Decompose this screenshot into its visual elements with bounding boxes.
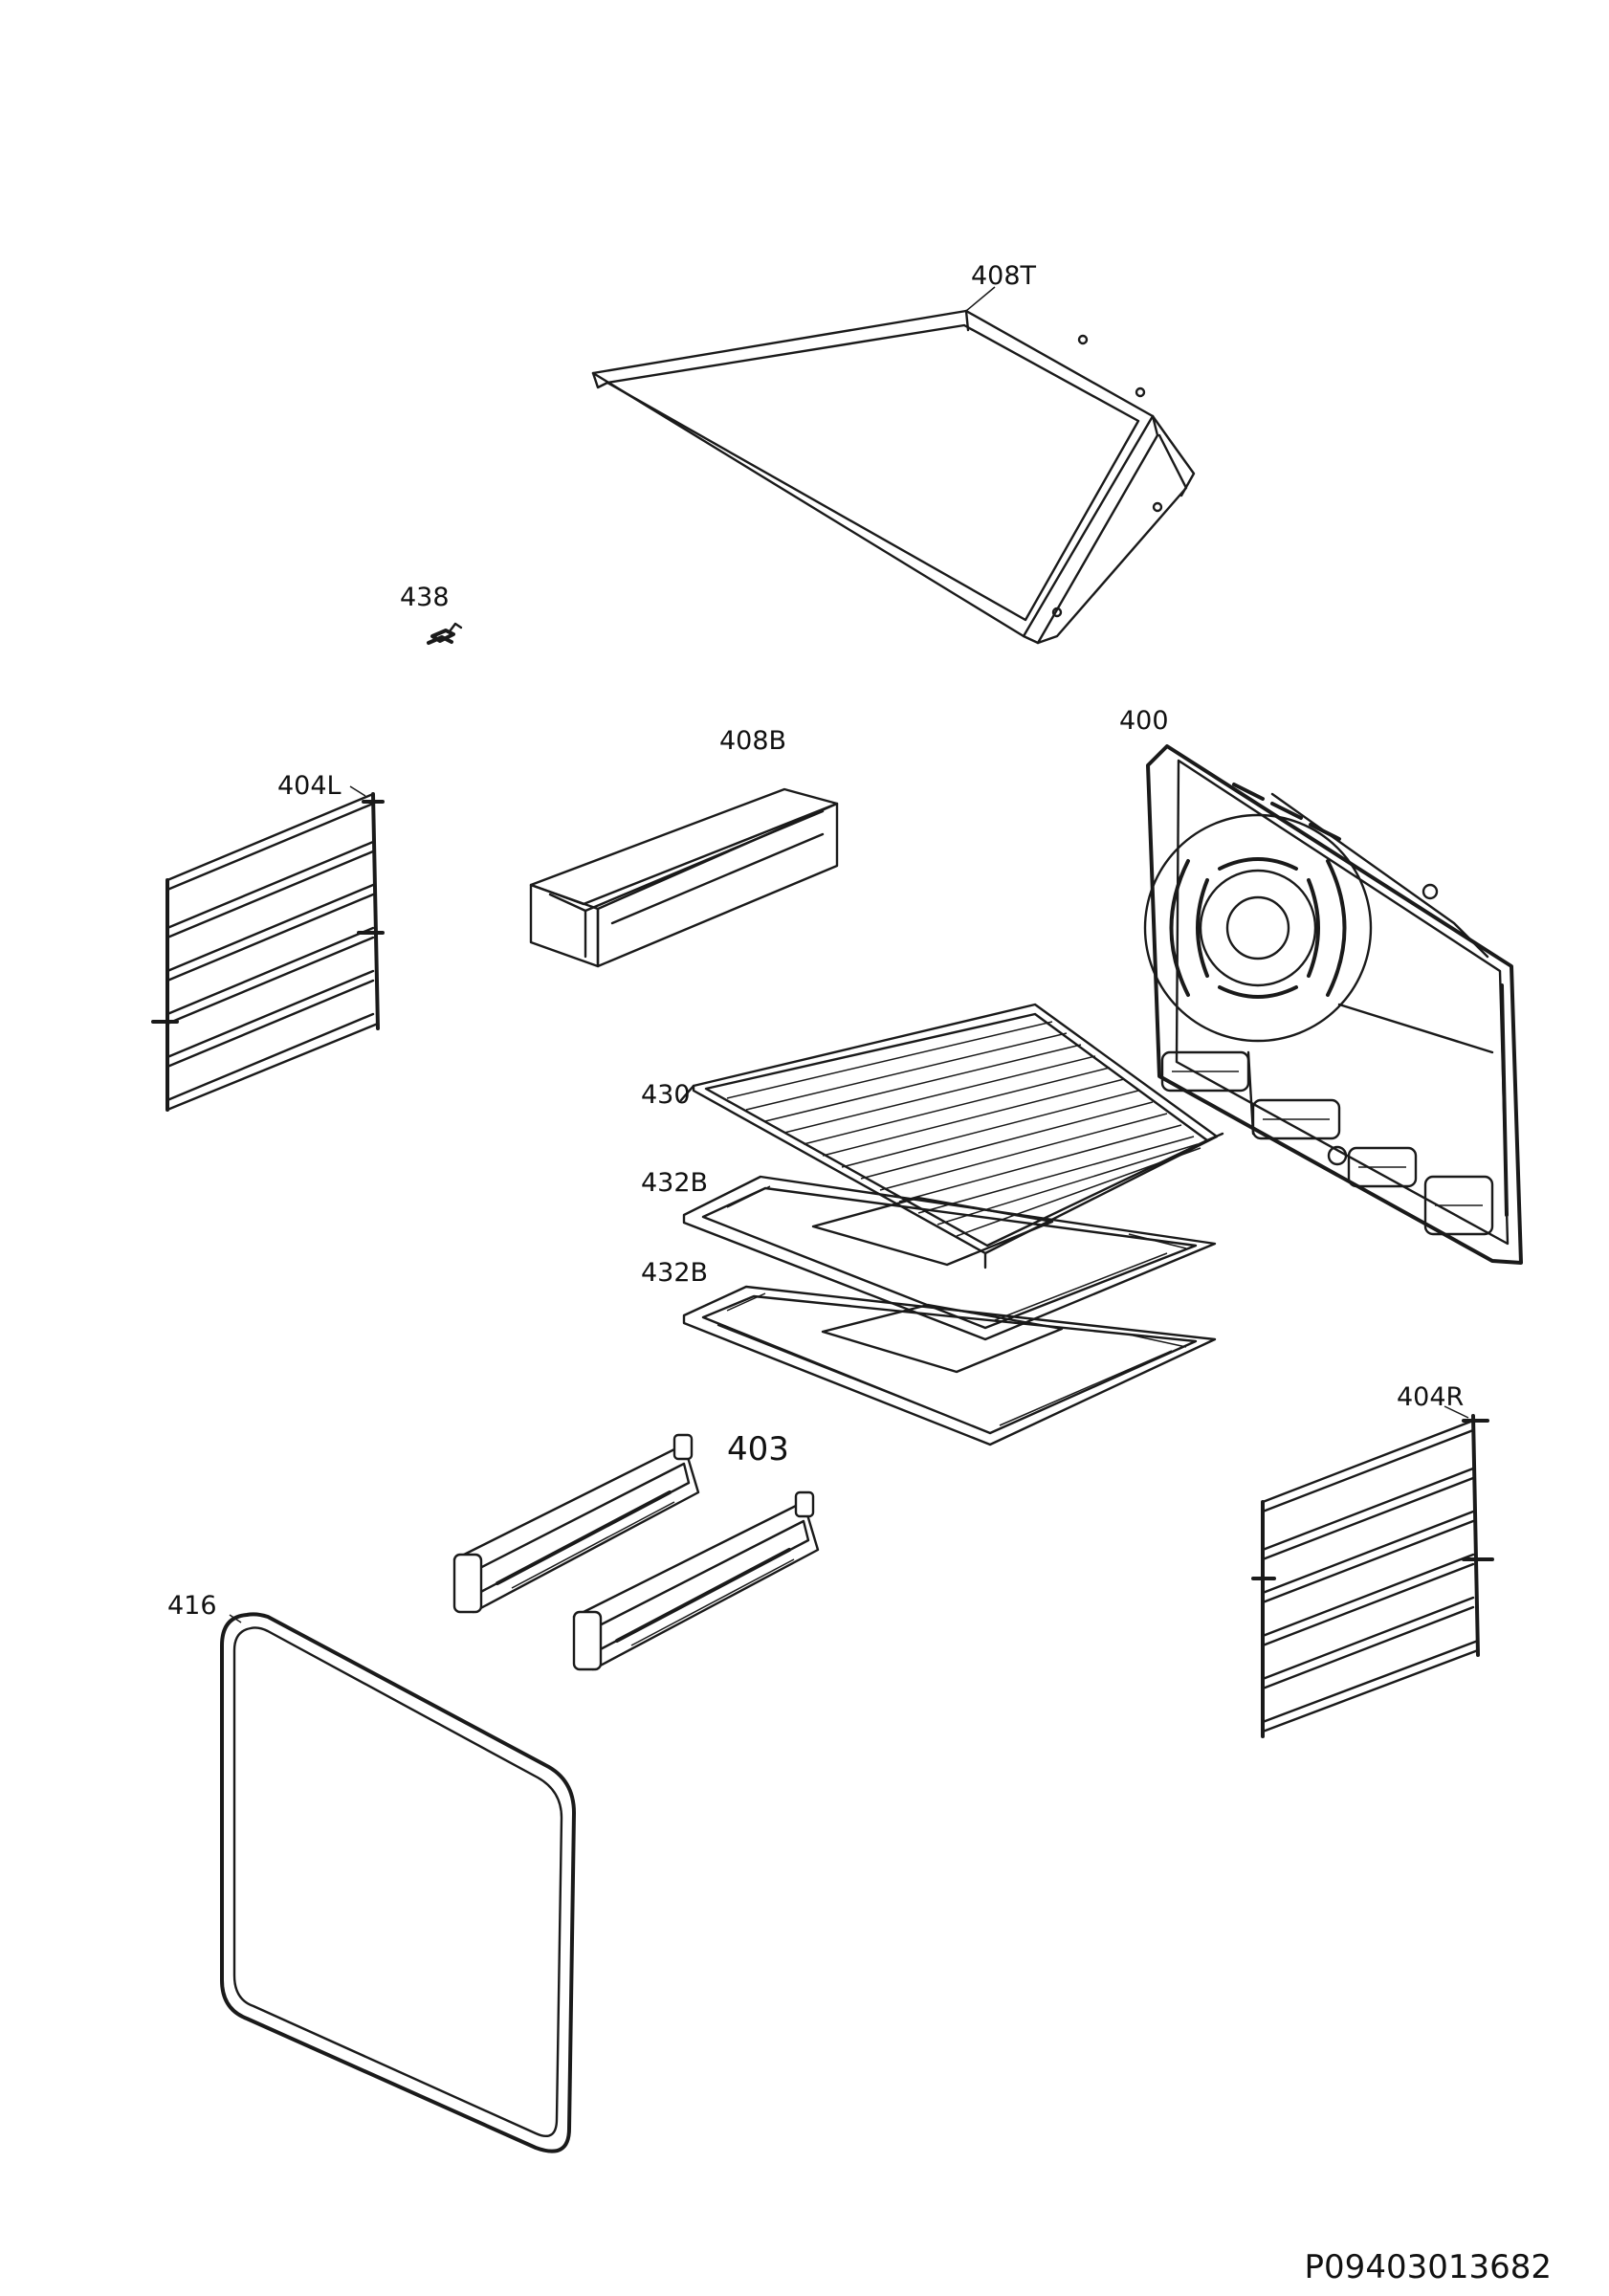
- document-id: P09403013682: [1304, 2248, 1552, 2286]
- part-404R-right-rails: [1251, 1414, 1494, 1738]
- part-403-runners: [452, 1433, 820, 1671]
- part-416-door-seal: [220, 1612, 576, 2153]
- part-408B-tray: [529, 787, 839, 968]
- label-404R: 404R: [1397, 1382, 1465, 1412]
- part-400-back-panel: [1143, 744, 1523, 1265]
- part-408T-top-cover: [591, 309, 1196, 645]
- label-432B-upper: 432B: [641, 1168, 709, 1198]
- part-432B-tray-lower: [682, 1285, 1217, 1446]
- vent-holes: [1160, 1050, 1494, 1236]
- label-408B: 408B: [719, 726, 787, 756]
- part-438-clip: [427, 622, 463, 645]
- label-438: 438: [400, 583, 450, 612]
- label-404L: 404L: [277, 771, 342, 801]
- top-slots: [1232, 783, 1341, 841]
- label-430: 430: [641, 1080, 691, 1110]
- label-408T: 408T: [971, 261, 1037, 291]
- rack-wires: [726, 1021, 1201, 1237]
- leader-lines: [349, 286, 1469, 1419]
- label-403: 403: [727, 1430, 789, 1468]
- label-416: 416: [167, 1591, 217, 1621]
- part-430-wire-rack: [679, 1003, 1224, 1269]
- part-432B-tray-upper: [682, 1175, 1217, 1341]
- label-400: 400: [1119, 706, 1169, 736]
- label-432B-lower: 432B: [641, 1258, 709, 1288]
- part-404L-left-rails: [151, 792, 385, 1112]
